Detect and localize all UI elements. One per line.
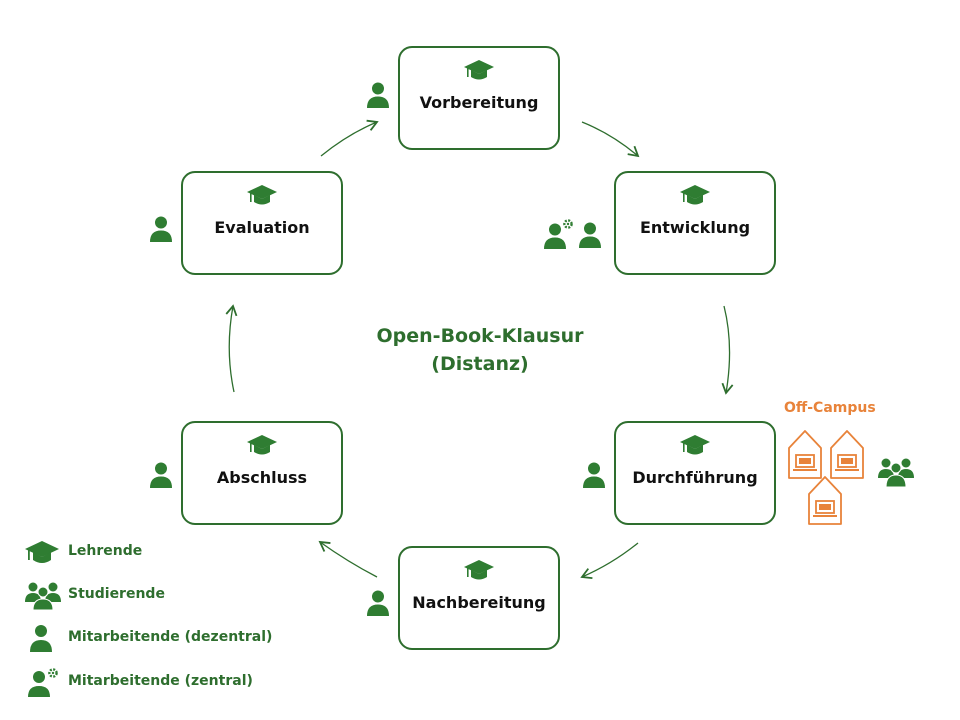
- phase-label: Durchführung: [632, 468, 758, 487]
- phase-abschluss: Abschluss: [181, 421, 343, 525]
- graduation-cap-icon: [464, 560, 494, 580]
- phase-vorbereitung: Vorbereitung: [398, 46, 560, 150]
- graduation-cap-icon: [247, 435, 277, 455]
- arrow-durchfuehrung-nachbereitung: [580, 542, 639, 580]
- legend-label: Studierende: [68, 586, 165, 602]
- legend-label: Lehrende: [68, 543, 143, 559]
- graduation-cap-icon: [247, 185, 277, 205]
- graduation-cap-icon: [25, 541, 59, 563]
- phase-evaluation: Evaluation: [181, 171, 343, 275]
- arrow-evaluation-vorbereitung: [320, 119, 379, 157]
- phase-durchfuehrung: Durchführung: [614, 421, 776, 525]
- person-icon: [579, 222, 601, 248]
- graduation-cap-icon: [680, 435, 710, 455]
- person-icon: [583, 462, 605, 488]
- diagram-title: Open-Book-Klausur (Distanz): [360, 322, 600, 378]
- phase-nachbereitung: Nachbereitung: [398, 546, 560, 650]
- arrow-abschluss-evaluation: [225, 304, 238, 393]
- person-gear-icon: [544, 219, 573, 249]
- arrow-nachbereitung-abschluss: [318, 540, 378, 578]
- phase-label: Vorbereitung: [419, 93, 539, 112]
- phase-label: Entwicklung: [639, 218, 751, 237]
- person-icon: [150, 462, 172, 488]
- house-laptop-icon: [808, 476, 842, 525]
- graduation-cap-icon: [464, 60, 494, 80]
- arrow-vorbereitung-entwicklung: [581, 121, 640, 158]
- graduation-cap-icon: [680, 185, 710, 205]
- phase-entwicklung: Entwicklung: [614, 171, 776, 275]
- students-icon: [25, 582, 61, 610]
- legend-label: Mitarbeitende (dezentral): [68, 629, 273, 645]
- legend-label: Mitarbeitende (zentral): [68, 673, 253, 689]
- students-icon: [878, 458, 914, 488]
- off-campus-label: Off-Campus: [784, 400, 876, 416]
- arrow-entwicklung-durchfuehrung: [721, 305, 734, 395]
- person-gear-icon: [28, 668, 58, 697]
- person-icon: [150, 216, 172, 242]
- house-laptop-icon: [830, 430, 864, 479]
- phase-label: Evaluation: [214, 218, 310, 237]
- diagram-title-line-2: (Distanz): [431, 353, 529, 375]
- person-icon: [367, 82, 389, 108]
- phase-label: Abschluss: [216, 468, 308, 487]
- house-laptop-icon: [788, 430, 822, 479]
- phase-label: Nachbereitung: [412, 593, 546, 612]
- diagram-title-line-1: Open-Book-Klausur: [376, 325, 584, 347]
- person-icon: [30, 625, 52, 652]
- person-icon: [367, 590, 389, 616]
